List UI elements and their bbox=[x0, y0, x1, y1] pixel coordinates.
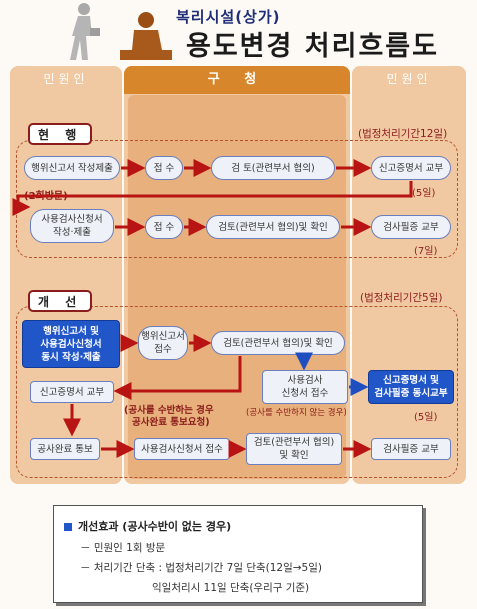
improved-final-issue-box: 검사필증 교부 bbox=[371, 438, 451, 460]
effects-title-row: 개선효과 (공사수반이 없는 경우) bbox=[64, 518, 231, 534]
improved-usage-receive-box: 사용검사 신청서 접수 bbox=[262, 370, 348, 404]
improvement-effects-box: 개선효과 (공사수반이 없는 경우) － 민원인 1회 방문 － 처리기간 단축… bbox=[53, 505, 423, 603]
current-visits-note: (2회방문) bbox=[24, 191, 68, 202]
current-tag: 현 행 bbox=[28, 123, 93, 145]
improved-tag: 개 선 bbox=[28, 290, 93, 312]
improved-receive-line2: 접수 bbox=[154, 344, 172, 355]
column-applicant-right bbox=[352, 66, 466, 484]
column-header-right: 민원인 bbox=[386, 72, 432, 86]
current-certificate-days: (7일) bbox=[414, 246, 438, 257]
improved-issue-days: (5일) bbox=[414, 412, 438, 423]
improved-usage-request-box: 사용검사신청서 접수 bbox=[134, 438, 230, 460]
improved-legal-period: (법정처리기간5일) bbox=[360, 292, 443, 304]
current-usage-submit-line2: 작성·제출 bbox=[53, 227, 91, 238]
construction-note-line2: 공사완료 통보요청) bbox=[132, 417, 210, 428]
improved-submit-line3: 동시 작성·제출 bbox=[41, 351, 101, 363]
improved-submit-line2: 사용검사신청서 bbox=[40, 338, 102, 350]
current-issue-days: (5일) bbox=[412, 188, 436, 199]
thinking-person-icon bbox=[120, 12, 172, 60]
page-subtitle: 복리시설(상가) bbox=[176, 8, 281, 26]
current-receive-box: 접 수 bbox=[145, 156, 183, 180]
improved-usage-line1: 사용검사 bbox=[287, 375, 323, 386]
current-review-box: 검 토(관련부서 협의) bbox=[211, 156, 335, 180]
improved-final-review-box: 검토(관련부서 협의) 및 확인 bbox=[246, 433, 342, 465]
column-header-middle: 구 청 bbox=[124, 66, 350, 94]
current-issue-box: 신고증명서 교부 bbox=[371, 156, 451, 180]
improved-cert-issue-box: 신고증명서 교부 bbox=[30, 381, 114, 403]
current-certificate-box: 검사필증 교부 bbox=[371, 215, 451, 239]
square-bullet-icon bbox=[64, 523, 72, 531]
column-header-left: 민원인 bbox=[43, 72, 89, 86]
current-submit-box: 행위신고서 작성제출 bbox=[24, 156, 120, 180]
improved-final-review-line1: 검토(관련부서 협의) bbox=[253, 437, 335, 448]
effects-title: 개선효과 (공사수반이 없는 경우) bbox=[78, 520, 232, 533]
improved-usage-line2: 신청서 접수 bbox=[281, 388, 329, 399]
improved-final-review-line2: 및 확인 bbox=[279, 450, 309, 461]
effects-line-3: 익일처리시 11일 단축(우리구 기준) bbox=[152, 582, 310, 594]
improved-receive-line1: 행위신고서 bbox=[141, 331, 185, 342]
effects-line-1: － 민원인 1회 방문 bbox=[80, 542, 166, 554]
improved-submit-line1: 행위신고서 및 bbox=[43, 325, 99, 337]
improved-submit-box: 행위신고서 및 사용검사신청서 동시 작성·제출 bbox=[22, 320, 120, 368]
current-usage-submit-box: 사용검사신청서 작성·제출 bbox=[30, 209, 114, 243]
improved-process-frame bbox=[16, 306, 458, 478]
current-usage-receive-box: 접 수 bbox=[145, 215, 183, 239]
current-legal-period: (법정처리기간12일) bbox=[358, 128, 448, 140]
no-construction-note: (공사를 수반하지 않는 경우) bbox=[246, 408, 347, 418]
walking-person-icon bbox=[70, 3, 100, 60]
construction-note-line1: (공사를 수반하는 경우 bbox=[124, 405, 214, 416]
improved-receive-box: 행위신고서 접수 bbox=[138, 326, 188, 360]
improved-issue-line1: 신고증명서 및 bbox=[383, 375, 439, 386]
effects-line-2: － 처리기간 단축 : 법정처리기간 7일 단축(12일→5일) bbox=[80, 562, 322, 574]
page-title: 용도변경 처리흐름도 bbox=[186, 31, 439, 62]
improved-review-box: 검토(관련부서 협의)및 확인 bbox=[211, 331, 345, 355]
improved-simultaneous-issue-box: 신고증명서 및 검사필증 동시교부 bbox=[368, 370, 454, 404]
improved-issue-line2: 검사필증 동시교부 bbox=[374, 388, 448, 399]
current-usage-submit-line1: 사용검사신청서 bbox=[41, 214, 103, 225]
current-usage-review-box: 검토(관련부서 협의)및 확인 bbox=[206, 215, 340, 239]
improved-completion-box: 공사완료 통보 bbox=[30, 438, 100, 460]
